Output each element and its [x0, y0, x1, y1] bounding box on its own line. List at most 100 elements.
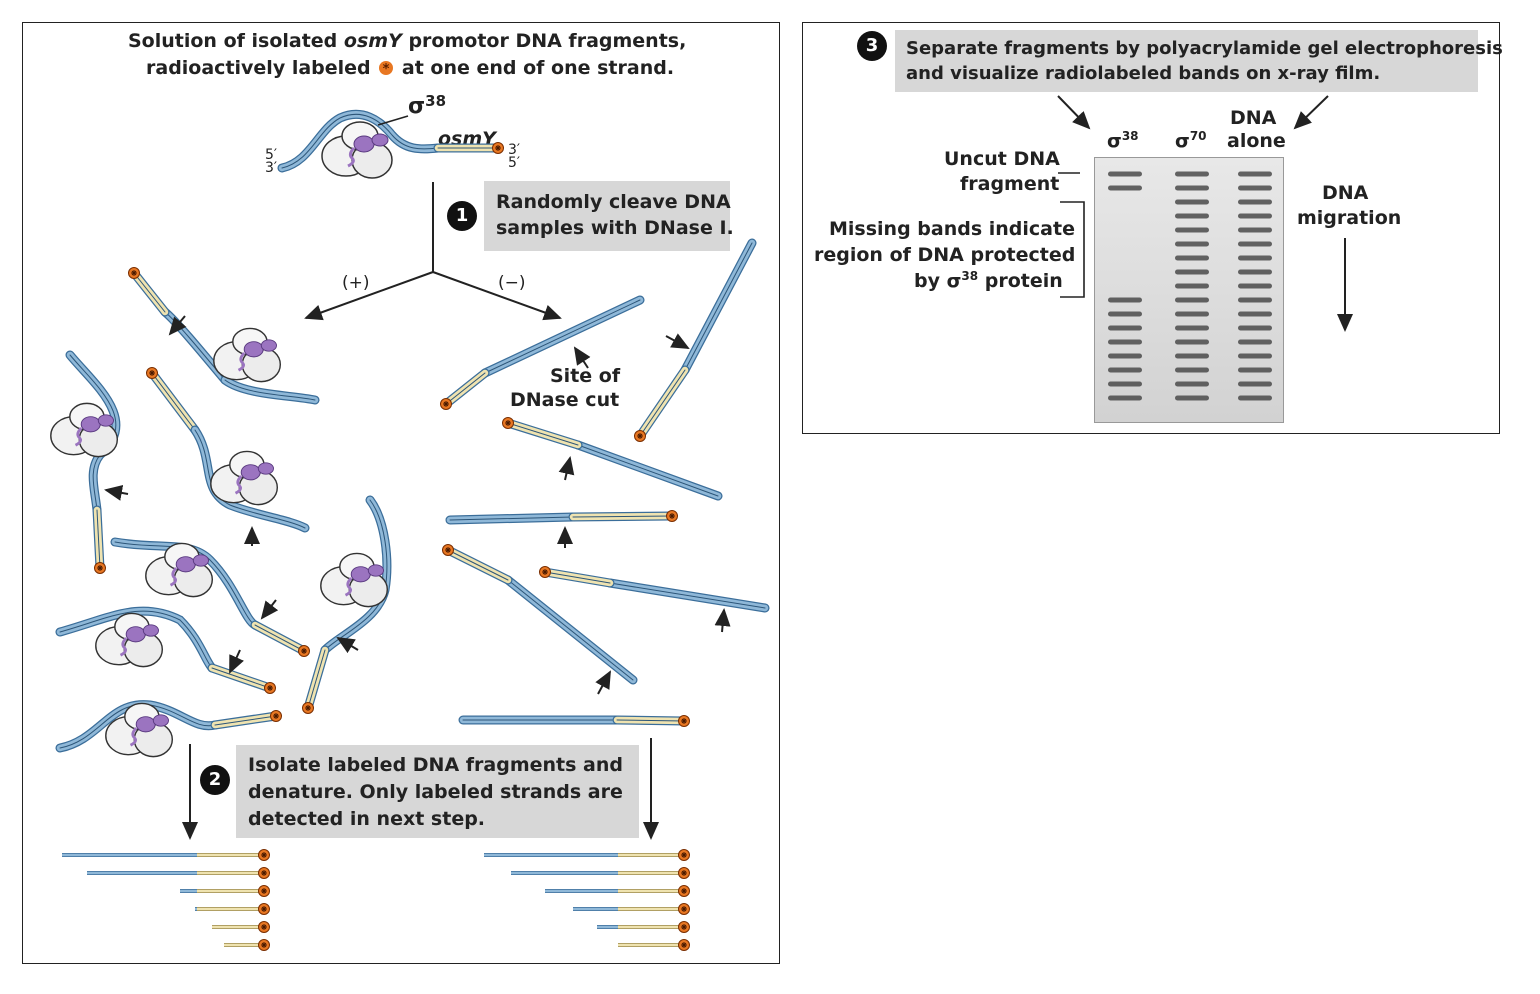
sigma-factor: [192, 554, 209, 567]
plus4-cut-arrow: [260, 599, 279, 620]
minus4-blue-strand-line: [449, 516, 574, 521]
step3-text-line1: Separate fragments by polyacrylamide gel…: [906, 38, 1503, 59]
lane-dna-alone-line2: alone: [1227, 130, 1286, 152]
band-sigma38: [1108, 185, 1142, 191]
minus6-blue-strand-line: [609, 582, 766, 609]
band-sigma38: [1108, 311, 1142, 317]
sigma-tail: [347, 146, 356, 168]
minus2-yellow-strand-line: [639, 369, 686, 437]
migration-line1: DNA: [1322, 182, 1369, 204]
plus4-dna-a-strand-line: [114, 541, 256, 626]
step3-text-line2: and visualize radiolabeled bands on x-ra…: [906, 63, 1381, 84]
gel-bands-layer: [1108, 171, 1272, 401]
band-dna-alone: [1238, 353, 1272, 359]
osmy-italic: osmY: [343, 30, 402, 52]
top-dna-left-strand-line: [281, 113, 439, 169]
band-dna-alone: [1238, 283, 1272, 289]
step2-box: [236, 745, 639, 838]
uncut-label-line1: Uncut DNA: [944, 148, 1060, 170]
sigma-tail: [344, 577, 353, 597]
radiolabel-star-mark: [305, 705, 311, 711]
band-sigma70: [1175, 395, 1209, 401]
band-dna-alone: [1238, 255, 1272, 261]
sigma-pointer-line: [377, 115, 409, 126]
sigma-factor: [97, 414, 114, 427]
sigma-factor: [240, 464, 261, 481]
band-sigma38: [1108, 171, 1142, 177]
sigma-factor: [371, 133, 389, 147]
missing-bands-line3: by σ38 protein: [914, 269, 1063, 292]
step3-box: [895, 30, 1478, 92]
radiolabel-star-mark: [97, 565, 103, 571]
plus1-dna-c-strand-line: [224, 379, 316, 401]
radiolabel-star-mark: [131, 270, 137, 276]
minus5-blue-strand-line: [507, 579, 634, 681]
plus4-dna-b-strand-line: [254, 624, 305, 652]
band-sigma38: [1108, 339, 1142, 345]
plus5-dna-a-strand-line: [59, 610, 213, 669]
step2-text-line1: Isolate labeled DNA fragments and: [248, 754, 623, 776]
band-sigma70: [1175, 199, 1209, 205]
three-prime-right: 3′: [508, 142, 521, 158]
band-dna-alone: [1238, 269, 1272, 275]
band-dna-alone: [1238, 311, 1272, 317]
band-sigma38: [1108, 395, 1142, 401]
step1-box: [484, 181, 730, 251]
radiolabel-star-mark: [443, 401, 449, 407]
sigma-factor: [243, 341, 264, 358]
five-prime-right: 5′: [508, 155, 521, 171]
radiolabel-star-mark: [681, 888, 687, 894]
protein-layer: [50, 121, 393, 758]
minus1-blue-strand-line: [484, 299, 641, 374]
radiolabel-star-mark: [261, 852, 267, 858]
sigma-tail: [169, 567, 178, 587]
radiolabel-star-mark: [681, 942, 687, 948]
step1-text-line2: samples with DNase I.: [496, 217, 734, 239]
radiolabel-star-mark: [542, 569, 548, 575]
uncut-label-line2: fragment: [960, 173, 1060, 195]
radiolabel-star-mark: [261, 906, 267, 912]
band-sigma38: [1108, 297, 1142, 303]
sigma-tail: [237, 352, 246, 372]
sigma-tail: [129, 727, 138, 747]
band-sigma70: [1175, 381, 1209, 387]
branch-minus-arrow: [432, 271, 562, 321]
dna-layer: [55, 109, 770, 951]
radiolabel-star-mark: [149, 370, 155, 376]
band-sigma70: [1175, 325, 1209, 331]
sigma-tail: [74, 427, 83, 447]
five-prime-left: 5′: [265, 147, 278, 163]
step2-text-line3: detected in next step.: [248, 808, 486, 830]
band-sigma38: [1108, 353, 1142, 359]
sigma-tail: [234, 475, 243, 495]
missing-bands-line2: region of DNA protected: [814, 244, 1076, 266]
lane-sigma38-label: σ38: [1107, 129, 1139, 152]
plus3-dna-b-strand-line: [194, 429, 306, 529]
plus3-dna-a-strand-line: [151, 372, 196, 431]
band-sigma38: [1108, 367, 1142, 373]
plus1-cut-arrow: [168, 315, 187, 336]
radiolabel-star-mark: [681, 870, 687, 876]
plus2-polymerase: [50, 402, 119, 458]
band-sigma38: [1108, 381, 1142, 387]
radiolabel-star-mark: [261, 924, 267, 930]
plus6-dna-b-strand-line: [214, 715, 277, 726]
radiolabel-star-mark: [273, 713, 279, 719]
minus3-cut-arrow: [558, 456, 575, 481]
band-dna-alone: [1238, 185, 1272, 191]
sigma-factor: [350, 566, 371, 583]
minus2-cut-arrow: [665, 333, 690, 349]
radiolabel-star-mark: [681, 852, 687, 858]
band-dna-alone: [1238, 381, 1272, 387]
header-line-1: Solution of isolated osmY promotor DNA f…: [128, 30, 687, 52]
lane-sigma70-label: σ70: [1175, 129, 1207, 152]
three-prime-left: 3′: [265, 160, 278, 176]
minus3-yellow-strand-line: [507, 422, 579, 446]
radiolabel-star-mark: [681, 906, 687, 912]
band-dna-alone: [1238, 297, 1272, 303]
minus7-yellow-strand-line: [616, 719, 685, 722]
band-sigma70: [1175, 171, 1209, 177]
band-sigma70: [1175, 213, 1209, 219]
radiolabel-star-mark: [669, 513, 675, 519]
